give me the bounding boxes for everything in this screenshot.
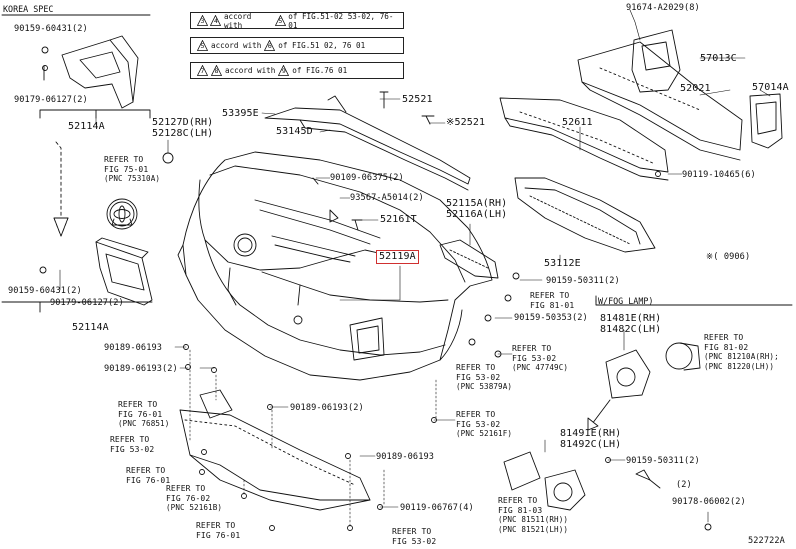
- part-label: 52521: [402, 94, 433, 105]
- highlighted-part-label[interactable]: 52119A: [376, 250, 419, 264]
- part-label: 90159-60431(2): [14, 24, 88, 34]
- part-label: 93567-A5014(2): [350, 193, 424, 203]
- upper-trim-strip: [264, 95, 471, 191]
- part-label: 52115A(RH): [446, 198, 508, 209]
- note-text: accord with: [211, 41, 262, 50]
- fog-lamp-title: W/FOG LAMP): [598, 296, 654, 306]
- asterisk-note: ※( 0906): [706, 252, 751, 262]
- lower-grille: [514, 177, 656, 253]
- part-label: 81481E(RH): [600, 313, 662, 324]
- korea-spec-title: KOREA SPEC: [3, 4, 54, 14]
- part-label: 90159-60431(2): [8, 286, 82, 296]
- toyota-emblem: [106, 198, 138, 230]
- fog-lamp-assembly: [503, 342, 701, 511]
- beam-brackets: [631, 29, 783, 149]
- note-text: accord with: [223, 11, 252, 30]
- note-triangle-icon: 4: [210, 15, 222, 26]
- note-ref: of FIG.76 01: [292, 66, 348, 75]
- note-box-2: 5 accord with 6 of FIG.51 02, 76 01: [190, 37, 404, 54]
- part-label: 90179-06127(2): [50, 298, 124, 308]
- part-label: 53145D: [276, 126, 313, 137]
- part-label: ※52521: [446, 117, 486, 128]
- note-triangle-icon: 5: [197, 40, 208, 51]
- part-label: 52611: [562, 117, 593, 128]
- note-text: accord with: [225, 66, 276, 75]
- part-label: 81492C(LH): [560, 439, 622, 450]
- note-box-1: 3 4 accord with 5 of FIG.51-02 53-02, 76…: [190, 11, 404, 30]
- fog-lamp-arrow: [587, 399, 661, 489]
- part-label: 90189-06193: [376, 452, 435, 462]
- reinforcement-beam: [577, 41, 743, 161]
- part-label: 52161T: [380, 214, 417, 225]
- front-bumper-cover: [177, 151, 493, 381]
- part-label: 53112E: [544, 258, 581, 269]
- note-triangle-icon: 7: [197, 65, 208, 76]
- part-label: 90159-50311(2): [626, 456, 700, 466]
- part-label: 90178-06002(2): [672, 497, 746, 507]
- part-label: (2): [676, 480, 692, 490]
- part-label: 81482C(LH): [600, 324, 662, 335]
- part-label: 57013C: [700, 53, 737, 64]
- part-label: 52128C(LH): [152, 128, 214, 139]
- note-ref: of FIG.51-02 53-02, 76-01: [288, 11, 394, 30]
- note-triangle-icon: 9: [278, 65, 290, 76]
- fog-lamp-frame: [595, 295, 793, 306]
- note-triangle-icon: 6: [264, 40, 276, 51]
- bumper-absorber: [499, 97, 669, 181]
- part-label: 52127D(RH): [152, 117, 214, 128]
- side-retainer: [439, 239, 499, 279]
- image-code: 522722A: [748, 536, 785, 546]
- part-label: 90159-50311(2): [546, 276, 620, 286]
- note-triangle-icon: 5: [274, 15, 286, 26]
- part-label: 52116A(LH): [446, 209, 508, 220]
- part-label: 90179-06127(2): [14, 95, 88, 105]
- part-label: 90189-06193(2): [290, 403, 364, 413]
- license-bracket-top: [41, 35, 139, 109]
- part-label: 90119-06767(4): [400, 503, 474, 513]
- part-label: 90109-06375(2): [330, 173, 404, 183]
- part-label: 90189-06193(2): [104, 364, 178, 374]
- part-label: 90189-06193: [104, 343, 163, 353]
- note-triangle-icon: 8: [211, 65, 222, 76]
- part-label: 52114A: [68, 121, 105, 132]
- leader-lines: [59, 9, 771, 523]
- part-label: 57014A: [752, 82, 789, 93]
- down-arrow: [53, 141, 69, 237]
- guide-lines: [189, 349, 437, 529]
- note-ref: of FIG.51 02, 76 01: [278, 41, 366, 50]
- part-label: 90159-50353(2): [514, 313, 588, 323]
- license-bracket-bottom: [1, 237, 153, 313]
- part-label: 52114A: [72, 322, 109, 333]
- note-box-3: 7 8 accord with 9 of FIG.76 01: [190, 62, 404, 79]
- engine-undercover: [179, 389, 371, 511]
- korea-spec-frame: [1, 14, 151, 119]
- part-label: 90119-10465(6): [682, 170, 756, 180]
- part-label: 81491E(RH): [560, 428, 622, 439]
- part-label: 91674-A2029(8): [626, 3, 700, 13]
- note-triangle-icon: 3: [197, 15, 208, 26]
- part-label: 52021: [680, 83, 711, 94]
- part-label: 53395E: [222, 108, 259, 119]
